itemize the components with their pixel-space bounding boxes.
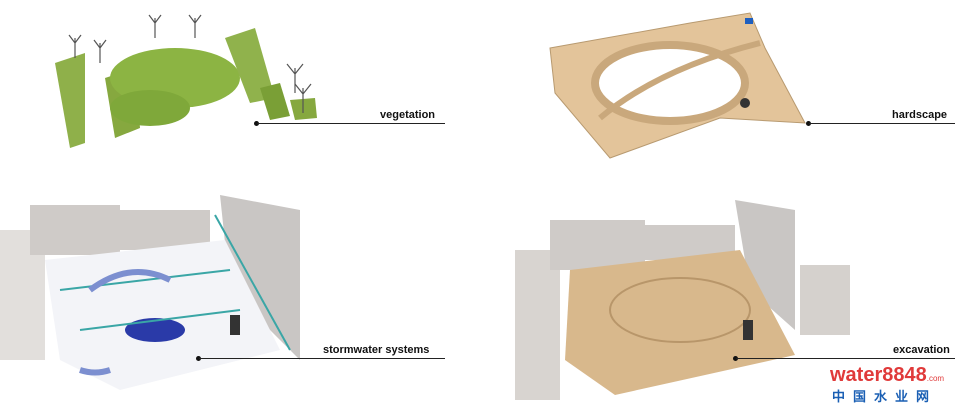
- watermark-domain: .com: [926, 374, 945, 383]
- stormwater-leader-line: [199, 358, 445, 359]
- hardscape-leader-line: [809, 123, 955, 124]
- excavation-illustration: [515, 200, 850, 400]
- watermark-chinese: 中国水业网: [832, 389, 938, 404]
- watermark-logo: water8848.com 中国水业网: [830, 365, 958, 404]
- vegetation-label: vegetation: [380, 109, 436, 121]
- stormwater-illustration: [0, 195, 300, 390]
- watermark-brand: water8848: [830, 364, 927, 386]
- vegetation-leader-line: [257, 123, 445, 124]
- hardscape-leader-dot: [806, 121, 811, 126]
- vegetation-illustration: [55, 14, 317, 148]
- hardscape-label: hardscape: [892, 109, 948, 121]
- excavation-label: excavation: [893, 344, 950, 356]
- excavation-leader-dot: [733, 356, 738, 361]
- excavation-leader-line: [736, 358, 955, 359]
- vegetation-leader-dot: [254, 121, 259, 126]
- stormwater-leader-dot: [196, 356, 201, 361]
- hardscape-illustration: [549, 12, 806, 159]
- stormwater-label: stormwater systems: [323, 344, 430, 356]
